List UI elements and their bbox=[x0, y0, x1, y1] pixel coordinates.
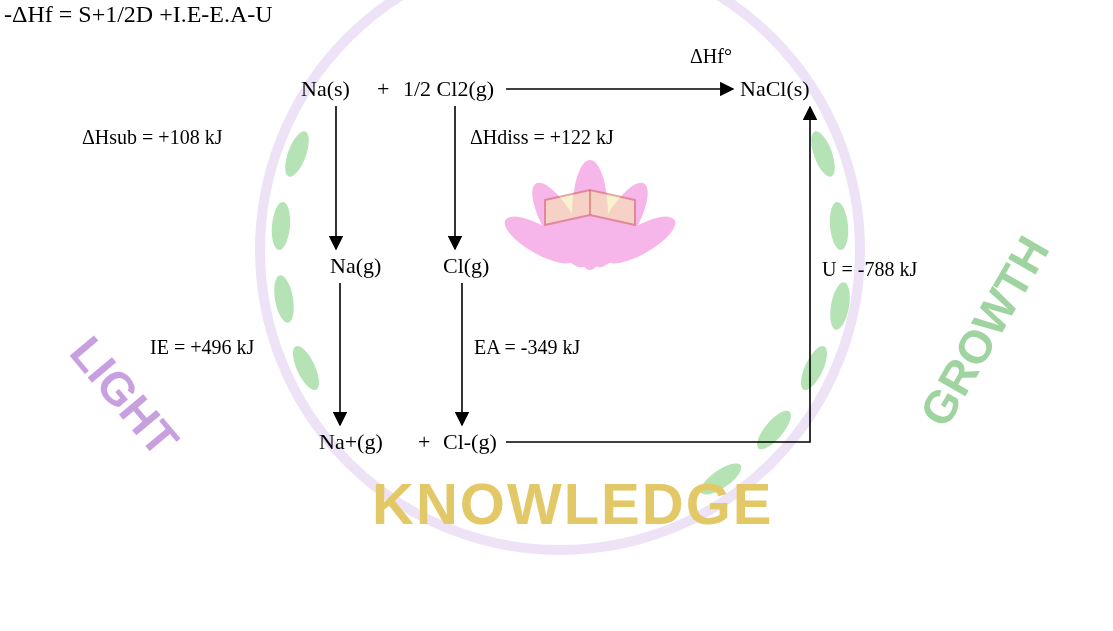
formula-text: -ΔHf = S+1/2D +I.E-E.A-U bbox=[4, 0, 273, 28]
species-formula: Na(g) bbox=[327, 252, 387, 280]
formula-text: Cl(g) bbox=[443, 253, 492, 279]
watermark-text: KNOWLEDGE bbox=[372, 470, 773, 537]
watermark-text: GROWTH bbox=[909, 228, 1060, 436]
enthalpy-label: IE = +496 kJ bbox=[150, 335, 254, 359]
enthalpy-arrow bbox=[506, 88, 733, 90]
enthalpy-label: ΔHsub = +108 kJ bbox=[82, 125, 222, 149]
species-formula: Cl(g) bbox=[440, 252, 495, 280]
formula-text: 1/2 Cl2(g) bbox=[403, 76, 497, 102]
enthalpy-label: U = -788 kJ bbox=[822, 257, 917, 281]
species-formula: Na+(g) bbox=[316, 428, 388, 456]
plus-sign: + bbox=[418, 429, 430, 454]
formula-text: NaCl(s) bbox=[740, 76, 812, 102]
formula-text: Cl-(g) bbox=[443, 429, 499, 455]
species-formula: NaCl(s) bbox=[737, 75, 815, 103]
enthalpy-arrow bbox=[506, 107, 810, 442]
formula-text: Na(g) bbox=[330, 253, 384, 279]
enthalpy-label: EA = -349 kJ bbox=[474, 335, 580, 359]
species-formula: Na(s) bbox=[298, 75, 355, 103]
enthalpy-arrow bbox=[335, 106, 337, 249]
species-formula: Cl-(g) bbox=[440, 428, 502, 456]
formula-text: Na+(g) bbox=[319, 429, 385, 455]
plus-sign: + bbox=[377, 76, 389, 101]
formula-text: Na(s) bbox=[301, 76, 352, 102]
enthalpy-arrow bbox=[454, 106, 456, 249]
enthalpy-arrow bbox=[461, 283, 463, 425]
enthalpy-arrow bbox=[339, 283, 341, 425]
enthalpy-label: ΔHdiss = +122 kJ bbox=[470, 125, 614, 149]
species-formula: 1/2 Cl2(g) bbox=[400, 75, 500, 103]
enthalpy-label: ΔHf° bbox=[690, 44, 732, 68]
